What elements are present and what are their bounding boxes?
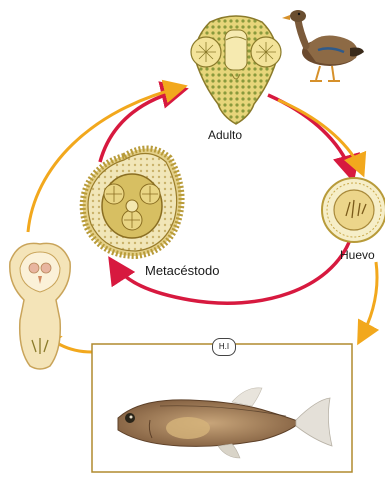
metacestode-label: Metacéstodo [145,263,219,278]
adult-label: Adulto [208,128,242,142]
larva-icon [10,243,70,369]
arrow-orange-egg-to-host [360,262,377,340]
duck-icon [282,10,364,81]
intermediate-host-badge: H.I [212,338,236,356]
egg-label: Huevo [340,248,375,262]
scolex-icon [191,16,281,124]
arrow-orange-adult-to-egg [278,100,362,172]
egg-icon [322,178,385,242]
cysticercoid-icon [83,148,182,256]
arrow-adult-to-egg [268,95,352,176]
